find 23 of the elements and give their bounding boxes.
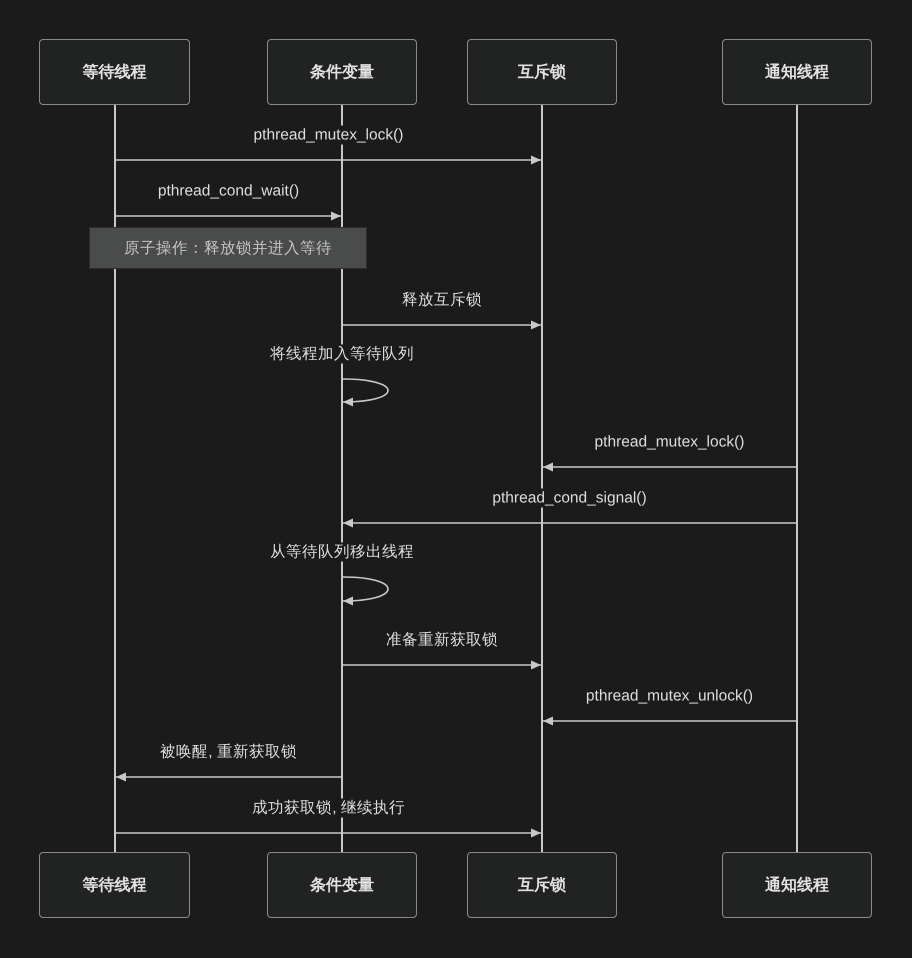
participant-box: 互斥锁 <box>467 39 617 105</box>
participant-box: 互斥锁 <box>467 852 617 918</box>
self-loop-arrow <box>342 576 388 606</box>
lifeline <box>796 105 798 852</box>
participant-box: 条件变量 <box>267 852 417 918</box>
message-arrow <box>116 772 341 782</box>
message-arrow <box>343 518 796 528</box>
message-arrow <box>343 660 541 670</box>
participant-box: 等待线程 <box>39 852 190 918</box>
message-arrow <box>543 716 796 726</box>
participant-box: 条件变量 <box>267 39 417 105</box>
message-arrow <box>116 156 541 164</box>
message-arrow <box>116 828 541 838</box>
lifeline <box>541 105 543 852</box>
lifeline <box>114 105 116 852</box>
self-loop-arrow <box>342 378 388 406</box>
message-arrow <box>116 212 341 220</box>
participant-box: 通知线程 <box>722 39 872 105</box>
participant-box: 等待线程 <box>39 39 190 105</box>
message-arrow <box>543 462 796 472</box>
message-arrow <box>343 320 541 330</box>
participant-box: 通知线程 <box>722 852 872 918</box>
note-box: 原子操作：释放锁并进入等待 <box>89 227 367 269</box>
